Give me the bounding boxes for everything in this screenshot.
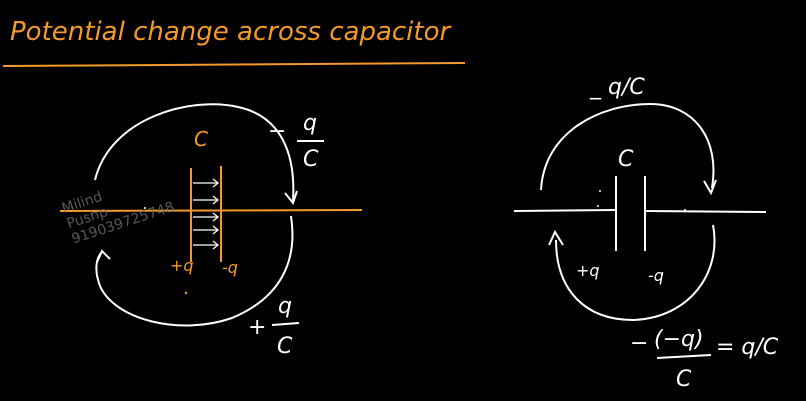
right-negative-charge: -q — [648, 266, 664, 285]
right-top-label: _ q/C — [589, 75, 645, 100]
left-top-denominator: C — [303, 147, 319, 172]
left-top-loop-arrow — [94, 103, 295, 202]
right-bottom-loop-arrow — [555, 224, 716, 322]
right-eq-rhs: = q/C — [716, 335, 779, 360]
right-eq-denominator: C — [676, 367, 692, 392]
watermark: Milind Pushp 919039725748 — [60, 189, 176, 247]
left-top-arrowhead — [284, 190, 298, 206]
right-eq-fraction-bar — [656, 354, 712, 359]
left-capacitor-label: C — [194, 127, 208, 151]
left-bottom-numerator: q — [278, 294, 292, 319]
left-diagram: C +q -q − q C + q C — [59, 103, 363, 359]
left-bottom-plus-sign: + — [248, 315, 266, 340]
left-bottom-denominator: C — [277, 334, 293, 359]
left-wire — [59, 209, 363, 212]
left-top-minus-sign: − — [268, 119, 286, 144]
right-wire-right — [645, 210, 767, 213]
right-eq-minus: − — [630, 331, 648, 356]
field-arrows — [193, 178, 220, 250]
left-bottom-fraction-bar — [271, 322, 300, 326]
left-top-numerator: q — [303, 111, 317, 136]
left-bottom-loop-arrow — [95, 215, 294, 327]
right-diagram: C +q -q _ q/C − (−q) C = q/C — [513, 75, 779, 392]
page-title: Potential change across capacitor — [10, 17, 453, 47]
right-top-arrowhead — [703, 179, 717, 196]
right-positive-charge: +q — [576, 261, 600, 280]
left-positive-charge: +q — [170, 256, 194, 275]
title-underline — [2, 62, 466, 67]
left-bottom-arrowhead — [96, 249, 111, 263]
right-capacitor-label: C — [618, 147, 634, 172]
right-bottom-arrowhead — [548, 229, 564, 246]
right-top-loop-arrow — [540, 102, 715, 191]
right-wire-left — [513, 209, 616, 212]
right-eq-numerator: (−q) — [654, 327, 704, 352]
left-negative-charge: -q — [222, 258, 238, 277]
